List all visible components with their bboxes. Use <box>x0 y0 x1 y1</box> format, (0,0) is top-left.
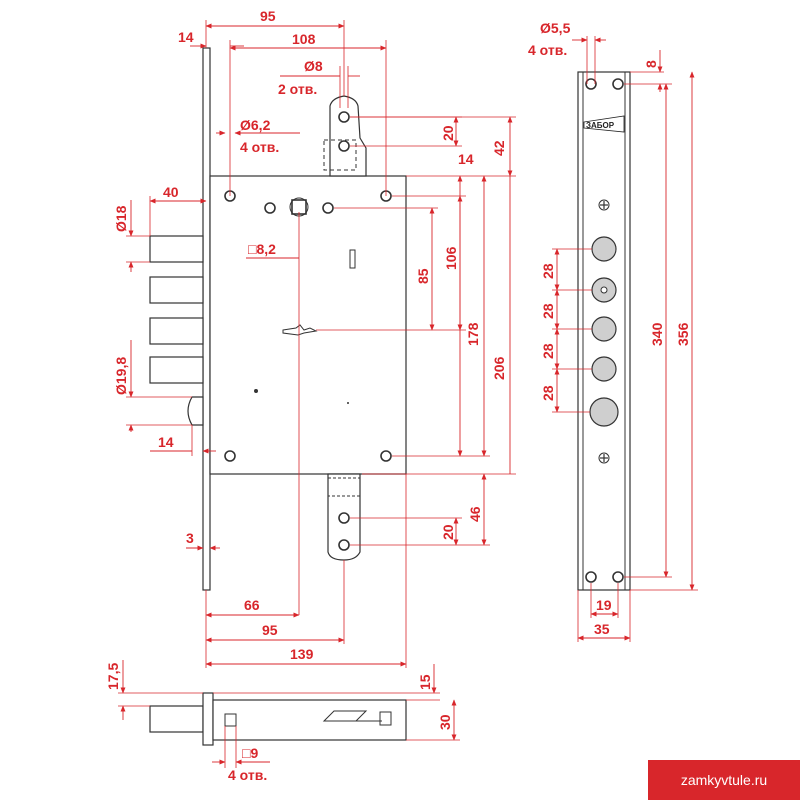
dim-label: 42 <box>491 140 507 156</box>
case-dot <box>347 402 349 404</box>
spindle-square-hole <box>291 199 307 215</box>
faceplate-latch-hole <box>589 397 619 427</box>
top-tab-hole <box>338 111 350 123</box>
faceplate-bolt-hole <box>591 316 617 342</box>
dim-label: 3 <box>186 530 194 546</box>
screw-bottom <box>598 452 610 464</box>
dim-label: Ø18 <box>113 205 129 232</box>
faceplate-hole <box>585 571 597 583</box>
dim-label: 28 <box>540 263 556 279</box>
faceplate-bolt-hole <box>591 356 617 382</box>
note-label: 4 отв. <box>228 767 267 783</box>
dim-label: 46 <box>467 506 483 522</box>
bolt-4 <box>149 356 204 384</box>
case-dot <box>254 389 258 393</box>
dim-label: 28 <box>540 385 556 401</box>
lock-faceplate-strip <box>202 47 211 591</box>
case-slot <box>349 249 356 269</box>
dim-label: 139 <box>290 646 314 662</box>
keyhole-mark <box>282 324 318 336</box>
side-square-hole <box>224 713 237 727</box>
side-bolt <box>149 705 204 733</box>
bolt-1 <box>149 235 204 263</box>
case-mount-hole <box>380 450 392 462</box>
faceplate-dimensions: Ø5,5 4 отв. 8 340 356 28 28 28 28 <box>528 20 698 642</box>
faceplate-hole <box>612 78 624 90</box>
brand-logo: ЗАБОР <box>583 115 625 133</box>
bottom-tab-hole <box>338 539 350 551</box>
side-view-dimensions: 17,5 15 30 □9 4 отв. <box>105 660 460 783</box>
latch-bolt <box>187 396 204 426</box>
side-case <box>212 699 407 741</box>
bolt-3 <box>149 317 204 345</box>
dim-label: 40 <box>163 184 179 200</box>
lock-front-view <box>149 47 407 591</box>
dim-label: 66 <box>244 597 260 613</box>
dim-label: Ø5,5 <box>540 20 571 36</box>
bottom-tab-texture <box>327 477 361 497</box>
screw-top <box>598 199 610 211</box>
faceplate-hole <box>612 571 624 583</box>
dim-label: 20 <box>440 125 456 141</box>
bolt-2 <box>149 276 204 304</box>
dim-label: 340 <box>649 322 665 346</box>
dim-label: 14 <box>178 29 194 45</box>
faceplate-bolt-center <box>600 286 608 294</box>
front-view-dimensions: 95 14 108 Ø8 2 отв. Ø6,2 4 отв. 20 42 14 <box>113 8 516 668</box>
dim-label: 28 <box>540 303 556 319</box>
dim-label: 28 <box>540 343 556 359</box>
dim-label: 30 <box>437 714 453 730</box>
bottom-tab-hole <box>338 512 350 524</box>
note-label: 2 отв. <box>278 81 317 97</box>
dim-label: 14 <box>458 151 474 167</box>
dim-label: 17,5 <box>105 663 121 690</box>
dim-label: 95 <box>262 622 278 638</box>
dim-label: 20 <box>440 524 456 540</box>
dim-label: Ø8 <box>304 58 323 74</box>
svg-text:ЗАБОР: ЗАБОР <box>586 121 615 130</box>
dim-label: 15 <box>417 674 433 690</box>
lock-case <box>209 175 407 475</box>
case-small-hole <box>264 202 276 214</box>
dim-label: Ø19,8 <box>113 357 129 395</box>
case-mount-hole <box>224 450 236 462</box>
side-faceplate <box>202 692 214 746</box>
dim-label: 85 <box>415 268 431 284</box>
dim-label: 108 <box>292 31 316 47</box>
dim-label: Ø6,2 <box>240 117 271 133</box>
side-lever-block <box>379 711 392 726</box>
lock-side-view <box>149 692 407 746</box>
faceplate-view: ЗАБОР <box>577 71 631 591</box>
dim-label: 35 <box>594 621 610 637</box>
dim-label: 19 <box>596 597 612 613</box>
dim-label: 206 <box>491 356 507 380</box>
dim-label: 95 <box>260 8 276 24</box>
dim-label: 14 <box>158 434 174 450</box>
dim-label: □8,2 <box>248 241 276 257</box>
case-small-hole <box>322 202 334 214</box>
side-lever <box>322 710 368 722</box>
dim-label: 8 <box>643 60 659 68</box>
dim-label: 106 <box>443 246 459 270</box>
top-tab-hole <box>338 140 350 152</box>
top-rod-tab-dashed <box>323 139 357 171</box>
dim-label: □9 <box>242 745 258 761</box>
dim-label: 356 <box>675 322 691 346</box>
dim-label: 178 <box>465 322 481 346</box>
note-label: 4 отв. <box>528 42 567 58</box>
watermark-badge: zamkyvtule.ru <box>648 760 800 800</box>
faceplate-bolt-hole <box>591 236 617 262</box>
faceplate-hole <box>585 78 597 90</box>
note-label: 4 отв. <box>240 139 279 155</box>
